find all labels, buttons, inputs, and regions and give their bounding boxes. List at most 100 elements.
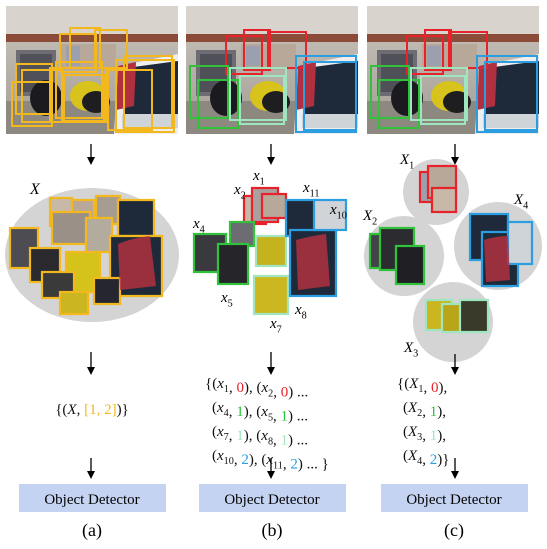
set-subscript: 10: [224, 456, 234, 467]
set-token: ,: [422, 404, 430, 420]
set-subscript: 8: [268, 436, 273, 447]
green-box: [378, 79, 420, 129]
car-fragment: [484, 236, 510, 282]
lightgreen-box: [229, 67, 287, 121]
set-token: 1: [430, 404, 438, 420]
scene-image-c: [367, 6, 539, 134]
object-detector-label: Object Detector: [224, 492, 319, 508]
proposal-box: [115, 59, 175, 133]
crop-collage-b: [192, 186, 348, 316]
set-notation-line: (x4, 1), (x5, 1) ...: [212, 400, 308, 424]
set-token: )}: [437, 452, 449, 468]
crop: [312, 198, 348, 232]
set-token: )}: [117, 402, 129, 418]
set-notation-line: (x7, 1), (x8, 1) ...: [212, 424, 308, 448]
crop: [116, 198, 156, 238]
set-subscript: 2: [268, 388, 273, 399]
set-token: 1: [430, 428, 438, 444]
scene-image-b: [186, 6, 358, 134]
set-token: ), (: [249, 452, 267, 468]
set-token: X: [66, 402, 77, 418]
set-notation-c: {(X1, 0),(X2, 1),(X3, 1),(X4, 2)}: [397, 376, 449, 468]
down-arrow-icon: [451, 367, 459, 375]
down-arrow-icon: [451, 471, 459, 479]
set-notation-line: {(X1, 0),: [397, 376, 447, 396]
set-token: X: [407, 448, 418, 464]
set-notation-line: (X4, 2)}: [403, 448, 449, 468]
set-token: (: [403, 448, 408, 464]
set-token: ) ... }: [298, 456, 329, 472]
car-fragment: [296, 234, 330, 290]
proposal-box: [107, 69, 153, 131]
element-label: X4: [513, 192, 528, 212]
red-box: [243, 29, 271, 71]
set-notation-line: {(X, [1, 2])}: [55, 402, 129, 418]
set-notation-b: {(x1, 0), (x2, 0) ...(x4, 1), (x5, 1) ..…: [205, 376, 329, 472]
object-detector-box: [381, 484, 528, 512]
set-token: ),: [437, 404, 446, 420]
crop: [506, 220, 534, 266]
down-arrow-icon: [451, 157, 459, 165]
set-token: ,: [423, 380, 431, 396]
set-token: ,: [229, 428, 237, 444]
set-token: ) ...: [288, 384, 308, 400]
lightgreen-box: [420, 75, 466, 125]
crop: [50, 210, 92, 246]
boxes-c: [370, 29, 538, 133]
set-subscript: 11: [273, 460, 283, 471]
element-label: X2: [362, 208, 377, 228]
down-arrow-icon: [87, 367, 95, 375]
set-token: ,: [422, 452, 430, 468]
element-label: x1: [252, 168, 265, 188]
crop: [394, 244, 426, 286]
element-label: x4: [192, 216, 205, 236]
set-token: ,: [234, 452, 242, 468]
proposal-box: [55, 61, 103, 119]
red-box: [424, 29, 452, 71]
crop: [254, 234, 288, 268]
set-token: x: [260, 428, 268, 444]
set-subscript: 7: [224, 432, 229, 443]
crop: [92, 276, 122, 306]
set-token: ,: [273, 432, 281, 448]
set-token: 0: [431, 380, 439, 396]
blue-box: [303, 61, 357, 131]
green-box: [189, 65, 229, 119]
set-token: ,: [273, 408, 281, 424]
set-subscript: 1: [418, 384, 423, 395]
object-detector-label: Object Detector: [44, 492, 139, 508]
object-detector-label: Object Detector: [406, 492, 501, 508]
object-detector-box: [199, 484, 346, 512]
green-box: [197, 79, 239, 129]
blue-box: [484, 61, 538, 131]
lightgreen-box: [410, 67, 468, 121]
set-token: {(: [397, 376, 409, 392]
set-token: X: [407, 424, 418, 440]
crop: [458, 298, 490, 334]
down-arrow-icon: [267, 367, 275, 375]
set-label-x: X: [29, 181, 41, 198]
set-token: 1: [236, 404, 244, 420]
set-notation-line: (x10, 2), (x11, 2) ... }: [212, 448, 329, 472]
set-token: {(: [55, 402, 67, 418]
set-token: x: [260, 380, 268, 396]
proposal-box: [21, 69, 63, 123]
crop: [252, 274, 290, 316]
set-token: (: [212, 448, 217, 464]
set-subscript: 4: [224, 408, 229, 419]
set-notation-a: {(X, [1, 2])}: [55, 402, 129, 418]
element-label: x2: [233, 182, 246, 202]
set-token: ) ...: [288, 432, 308, 448]
set-token: ), (: [244, 404, 262, 420]
panel-caption: (a): [82, 520, 102, 541]
set-token: {(: [205, 376, 217, 392]
element-label: x10: [329, 202, 347, 222]
crop: [84, 216, 114, 254]
proposal-box: [63, 74, 105, 122]
set-token: x: [216, 400, 224, 416]
object-detector-box: [19, 484, 166, 512]
set-token: x: [216, 448, 224, 464]
set-subscript: 3: [417, 432, 422, 443]
down-arrow-icon: [87, 471, 95, 479]
